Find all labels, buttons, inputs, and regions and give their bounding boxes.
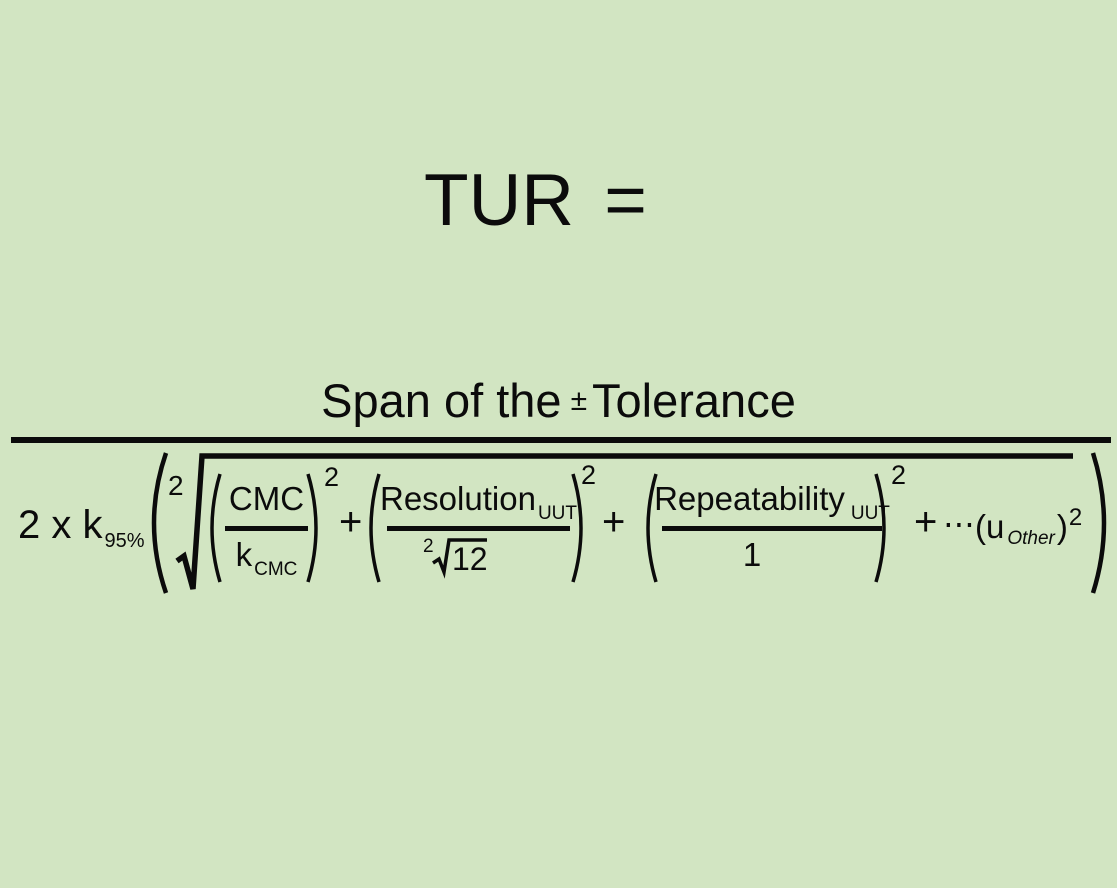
plus-operator-3: + [914, 500, 938, 544]
repeatability-fraction-bar [662, 526, 882, 531]
ellipsis-dots: ⋯ [943, 506, 977, 542]
resolution-term-exponent: 2 [581, 460, 597, 490]
term2-close-paren [571, 473, 583, 583]
plus-operator-1: + [339, 500, 363, 544]
cmc-numerator: CMC [228, 480, 305, 517]
term3-close-paren [874, 473, 886, 583]
main-radical-sign [175, 453, 1073, 590]
plus-minus-symbol: ± [570, 384, 588, 417]
resolution-fraction-bar [387, 526, 570, 531]
numerator-text-after: Tolerance [592, 374, 796, 427]
u-other-exponent: 2 [1068, 504, 1083, 531]
term3-open-paren [646, 473, 658, 583]
resolution-base: Resolution [380, 480, 536, 517]
cmc-term-exponent: 2 [324, 462, 340, 492]
coefficient-subscript: 95% [104, 530, 145, 552]
term1-open-paren [210, 473, 222, 583]
outer-open-paren [151, 452, 169, 594]
coefficient-text: 2 x k [18, 503, 103, 547]
numerator-text: Span of the±Tolerance [0, 377, 1117, 424]
k-cmc-subscript: CMC [254, 559, 298, 580]
u-other-open-paren: ( [975, 508, 986, 545]
repeatability-base: Repeatability [654, 480, 845, 517]
sqrt12-radicand: 12 [452, 541, 488, 577]
resolution-uut-subscript: UUT [537, 503, 577, 524]
repeatability-uut-subscript: UUT [850, 503, 890, 524]
main-radical-index: 2 [168, 470, 184, 501]
plus-operator-2: + [602, 500, 626, 544]
u-other-base: u [986, 508, 1005, 545]
sqrt12-index: 2 [423, 536, 434, 557]
u-other-close-paren: ) [1056, 508, 1068, 545]
u-other-subscript: Other [1007, 528, 1055, 549]
sqrt12-radical-sign [432, 538, 487, 579]
repeatability-term-exponent: 2 [891, 460, 907, 490]
cmc-fraction-bar [225, 526, 308, 531]
repeatability-denominator: 1 [742, 536, 762, 573]
outer-close-paren [1090, 452, 1107, 594]
k-cmc-base: k [235, 536, 253, 573]
main-fraction-bar [11, 437, 1111, 443]
term1-close-paren [306, 473, 318, 583]
numerator-text-before: Span of the [321, 374, 562, 427]
term2-open-paren [369, 473, 381, 583]
tur-equals-label: TUR = [424, 160, 647, 241]
